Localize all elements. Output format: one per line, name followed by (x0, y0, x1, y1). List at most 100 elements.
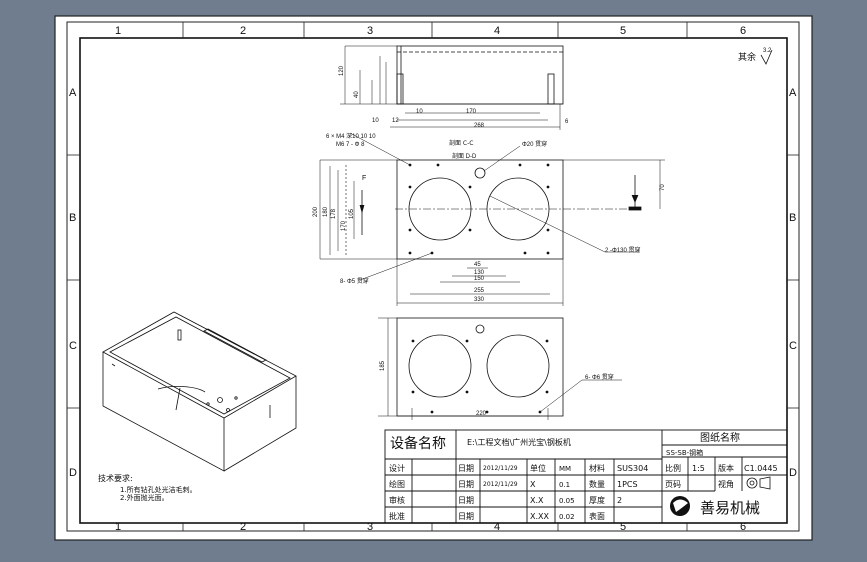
dim-top-40: 40 (354, 91, 360, 98)
note-hole-bottom: 6- Φ6 贯穿 (585, 373, 614, 381)
dim-200: 200 (313, 206, 319, 217)
dim-330: 330 (474, 297, 485, 303)
version-value: C1.0445 (744, 464, 778, 473)
dim-220: 220 (476, 411, 487, 417)
row-date-label-4: 日期 (458, 512, 474, 521)
dim-178: 178 (331, 208, 337, 219)
dim-170: 170 (341, 220, 347, 231)
title-block (384, 429, 788, 524)
top-view (340, 45, 564, 130)
surface-label: 其余 (738, 51, 756, 63)
version-label: 版本 (718, 463, 734, 473)
note-m6: M6 7 - Φ 8 (336, 142, 365, 148)
dim-150: 150 (474, 276, 485, 282)
row-unit-1: MM (559, 465, 571, 473)
dim-180: 180 (323, 206, 329, 217)
col-label-3b: 3 (367, 521, 373, 533)
col-label-4: 4 (494, 25, 500, 37)
equipment-name-label: 设备名称 (390, 435, 446, 452)
note-hole-top: Φ20 贯穿 (522, 140, 547, 148)
notes-item-1: 1.所有钻孔处光洁毛刺。 (120, 485, 197, 494)
row-role-3: 审核 (389, 495, 405, 505)
view-label: 视角 (718, 479, 734, 489)
row-material-2: 1PCS (617, 480, 638, 489)
note-hole-small: 8- Φ5 贯穿 (340, 277, 369, 285)
row-label-c-r: C (789, 340, 797, 352)
row-date-1: 2012/11/29 (483, 465, 518, 472)
col-label-6: 6 (740, 25, 746, 37)
scale-label: 比例 (665, 463, 681, 473)
company-logo-icon (670, 496, 690, 516)
row-date-label-1: 日期 (458, 464, 474, 473)
row-date-label-2: 日期 (458, 480, 474, 489)
row-label-b-r: B (789, 212, 796, 224)
row-unit-3: 0.05 (559, 497, 575, 505)
zone-ticks (67, 22, 799, 531)
dim-45: 45 (474, 262, 481, 268)
row-label-a: A (69, 87, 77, 99)
col-label-2: 2 (240, 25, 246, 37)
row-unit-label-1: 单位 (530, 463, 546, 473)
row-material-label-2: 数量 (589, 479, 605, 489)
notes-item-2: 2.外面抛光面。 (120, 493, 169, 502)
col-label-4b: 4 (494, 521, 500, 533)
row-unit-label-3: X.X (530, 496, 544, 505)
row-label-a-r: A (789, 87, 797, 99)
row-label-d: D (69, 467, 77, 479)
drawing-name-label: 图纸名称 (700, 431, 740, 444)
label-f: F (362, 175, 366, 182)
row-role-2: 绘图 (389, 479, 405, 489)
col-label-6b: 6 (740, 521, 746, 533)
outer-frame (66, 21, 800, 532)
row-date-label-3: 日期 (458, 496, 474, 505)
row-unit-label-2: X (530, 480, 536, 489)
row-date-2: 2012/11/29 (483, 481, 518, 488)
bottom-view (378, 317, 622, 420)
dim-255: 255 (474, 288, 485, 294)
page-label: 页码 (665, 480, 681, 489)
technical-notes: 技术要求: 1.所有钻孔处光洁毛刺。 2.外面抛光面。 (98, 473, 197, 502)
dim-top-170: 170 (466, 109, 477, 115)
row-material-label-4: 表面 (589, 511, 605, 521)
row-label-d-r: D (789, 467, 797, 479)
col-label-3: 3 (367, 25, 373, 37)
dim-105: 105 (349, 208, 355, 219)
row-unit-4: 0.02 (559, 513, 575, 521)
note-hole-big: 2 -Φ130 贯穿 (605, 246, 640, 254)
row-material-label-1: 材料 (589, 463, 605, 473)
row-label-c: C (69, 340, 77, 352)
bottom-holes (411, 339, 549, 414)
col-label-5: 5 (620, 25, 626, 37)
row-label-b: B (69, 212, 76, 224)
dim-185: 185 (380, 360, 386, 371)
section-label-cc: 剖面 C-C (449, 139, 473, 147)
dim-top-6: 6 (565, 119, 569, 125)
isometric-view (102, 311, 297, 472)
row-unit-label-4: X.XX (530, 512, 550, 521)
dim-70: 70 (660, 184, 666, 191)
dim-top-10a: 10 (372, 118, 379, 124)
company-name: 善易机械 (700, 499, 760, 517)
section-label-dd: 剖面 D-D (452, 152, 477, 160)
col-label-5b: 5 (620, 521, 626, 533)
notes-title: 技术要求: (98, 473, 133, 483)
col-label-2b: 2 (240, 521, 246, 533)
dim-top-10b: 10 (416, 109, 423, 115)
note-m4: 6 × M4 深10 10 10 (326, 132, 376, 140)
drawing-name: SS-SB-钢箱 (666, 448, 703, 457)
col-label-1: 1 (115, 25, 121, 37)
col-label-1b: 1 (115, 521, 121, 533)
surface-finish-mark: 其余 3.2 (738, 48, 773, 65)
sheet (54, 15, 813, 541)
dim-top-12: 12 (392, 118, 399, 124)
front-holes (408, 163, 550, 255)
scale-value: 1:5 (692, 464, 705, 473)
row-role-1: 设计 (389, 463, 405, 473)
row-role-4: 批准 (389, 511, 405, 521)
dim-top-120: 120 (339, 65, 345, 76)
dim-130: 130 (474, 270, 485, 276)
row-material-1: SUS304 (617, 464, 648, 473)
front-view (319, 132, 665, 306)
